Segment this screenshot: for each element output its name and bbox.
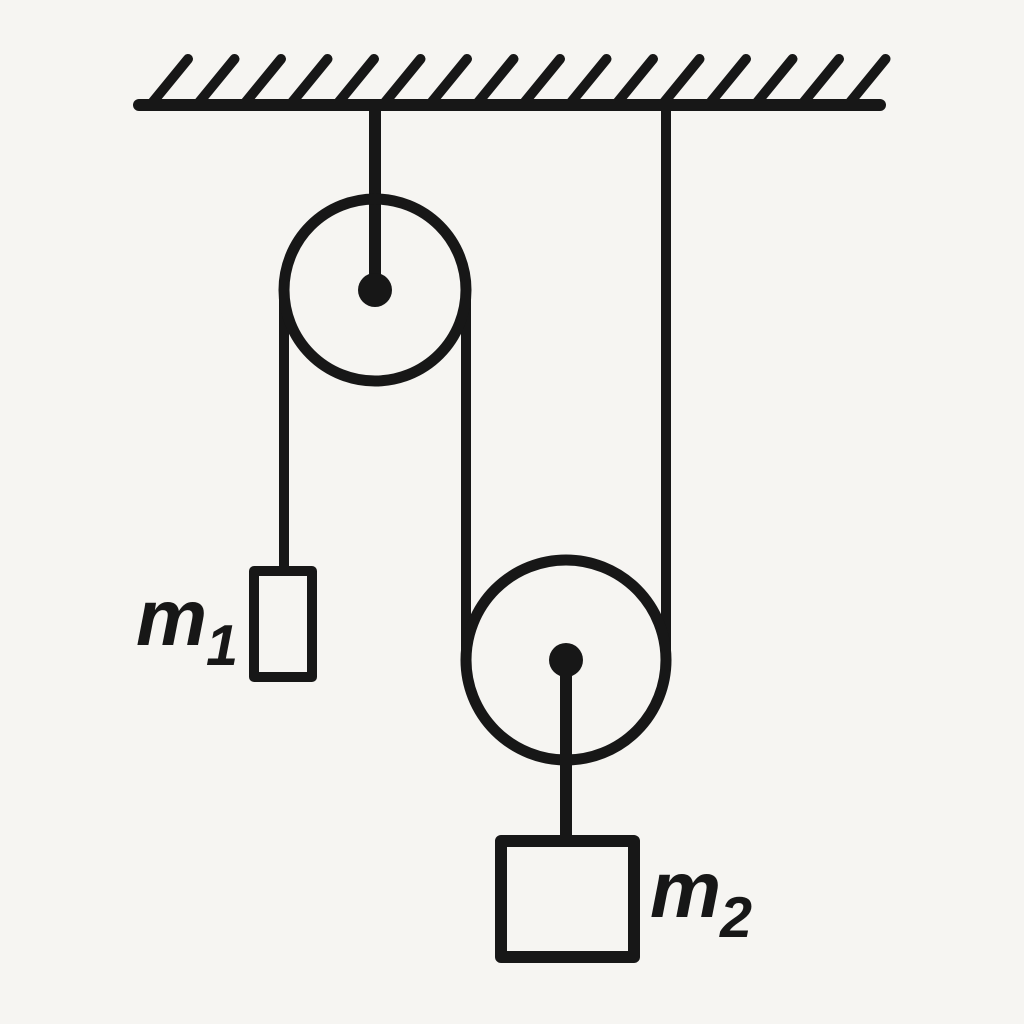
mass-m2-box bbox=[495, 835, 640, 963]
mass-m2-label-subscript: 2 bbox=[720, 885, 753, 950]
mass-m2-label-base: m bbox=[650, 845, 722, 934]
ceiling-hatching bbox=[147, 54, 891, 108]
mass-m1-label-subscript: 1 bbox=[206, 613, 239, 678]
mass-m1-label-base: m bbox=[136, 573, 208, 662]
fixed-pulley-hub bbox=[358, 273, 392, 307]
fixed-pulley-wheel bbox=[278, 193, 472, 387]
mass-m1-box bbox=[249, 566, 317, 682]
mass-m1-label: m1 bbox=[136, 578, 238, 675]
mass-m2-label: m2 bbox=[650, 850, 752, 947]
